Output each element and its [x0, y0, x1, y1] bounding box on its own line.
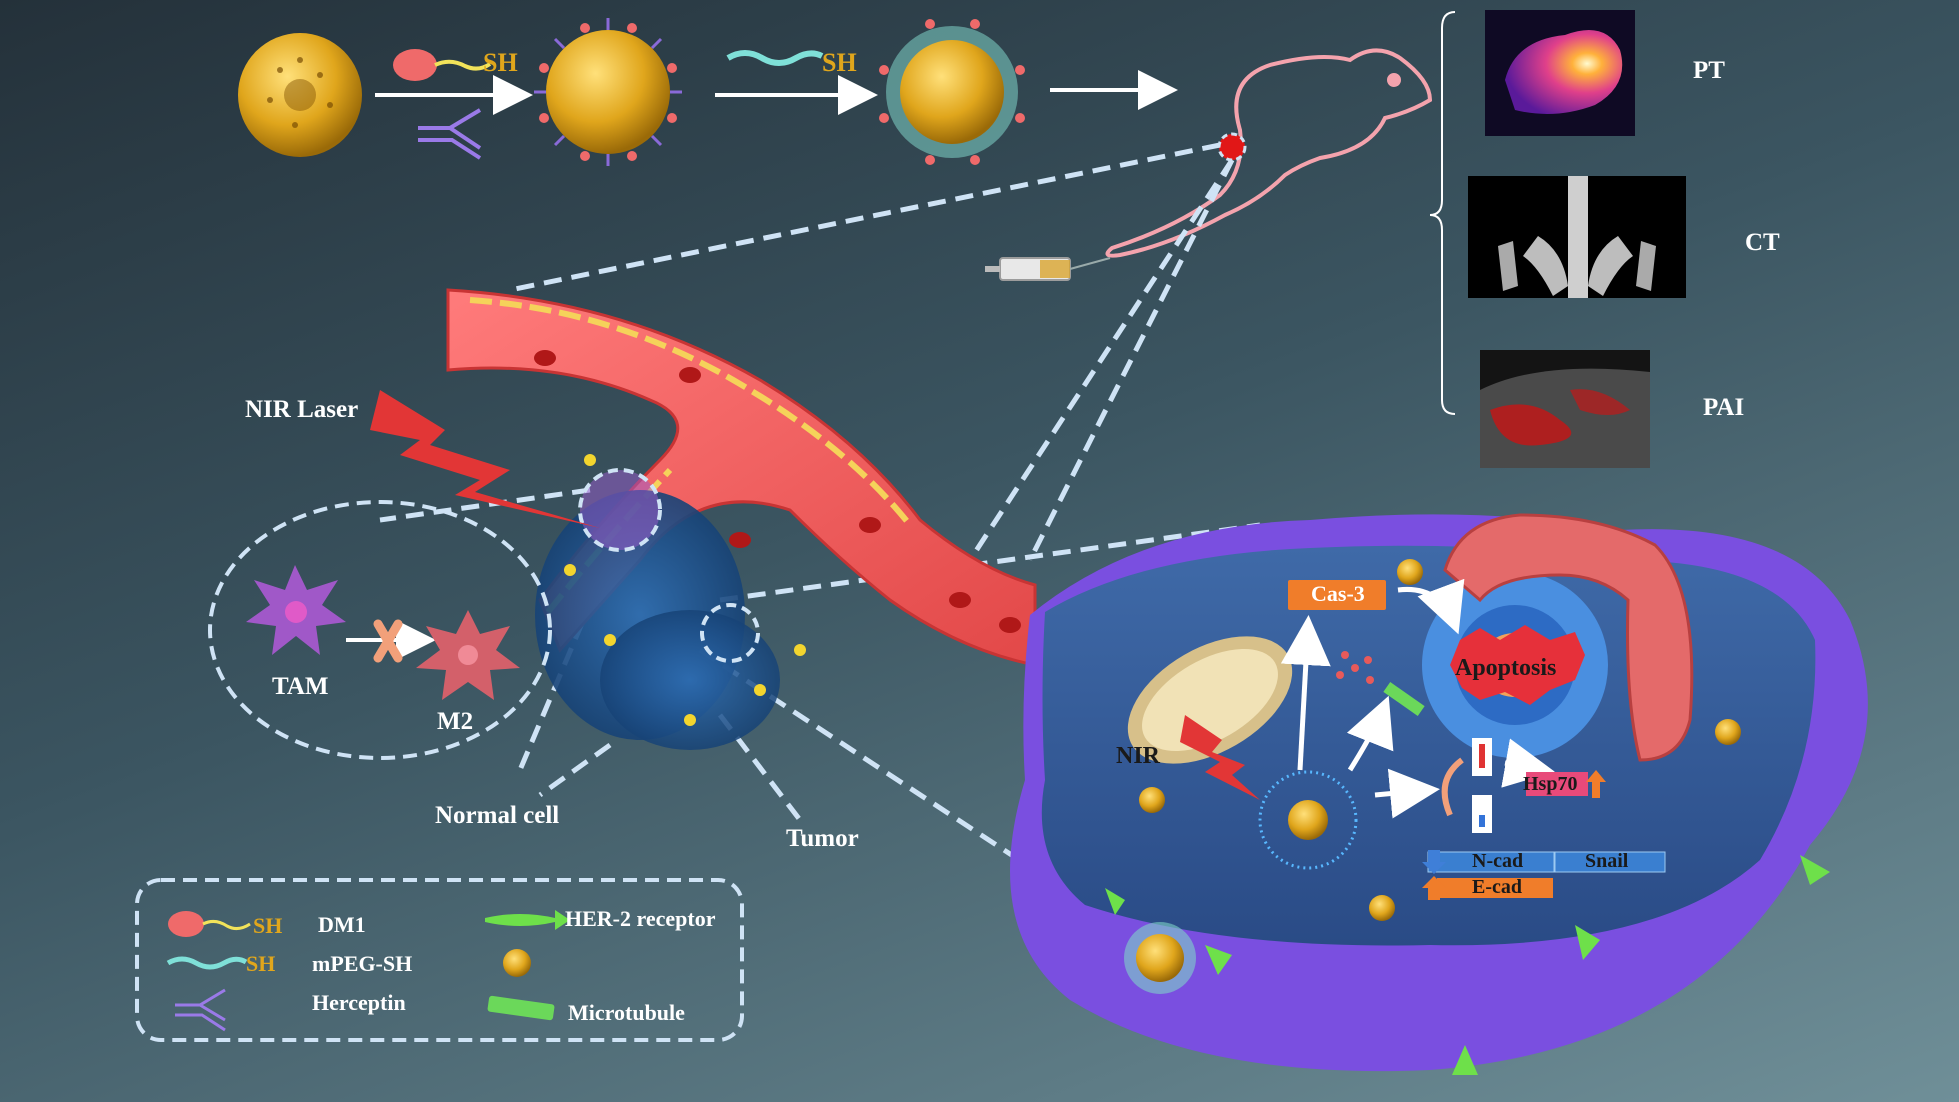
legend-dm1-tag: SH [253, 913, 283, 938]
thermometer-hot-icon [1472, 738, 1492, 776]
tam-macrophage-icon [246, 565, 346, 655]
feedback-loop-arrow [1441, 757, 1464, 817]
laser-bolt-icon [370, 390, 600, 528]
apoptosis-label: Apoptosis [1455, 655, 1557, 681]
tumor-label: Tumor [786, 825, 859, 852]
bare-pgns-nanoparticle [238, 33, 362, 157]
mpeg-thiol-label: SH [822, 48, 857, 77]
e-cad-label: E-cad [1472, 876, 1522, 898]
cell-nanoparticle [1258, 770, 1358, 870]
mouse-icon [1105, 48, 1433, 258]
snail-bar [1554, 851, 1666, 873]
legend-herceptin-label: Herceptin [312, 990, 406, 1015]
legend-box [135, 878, 744, 1042]
m2-label: M2 [437, 708, 474, 735]
pt-label: PT [1693, 57, 1725, 84]
ct-label: CT [1745, 229, 1780, 256]
legend-dm1-icon [168, 911, 251, 937]
pai-label: PAI [1703, 394, 1745, 421]
tam-label: TAM [272, 673, 329, 700]
pai-scan [1480, 368, 1650, 468]
legend-her2-label: HER-2 receptor [565, 906, 716, 931]
pt-heatmap [1505, 30, 1623, 114]
hsp70-label: Hsp70 [1523, 773, 1578, 795]
syringe-icon [985, 257, 1111, 281]
hsp70-up-arrow-icon [1586, 770, 1606, 798]
snail-label: Snail [1585, 850, 1629, 872]
down-arrow-icon [1422, 850, 1446, 874]
tumor-cluster [535, 454, 806, 750]
hsp70-box [1526, 772, 1588, 796]
dm1-loaded-nanoparticle [534, 18, 682, 166]
her2-receptor-icons [1105, 855, 1830, 1075]
imaging-bracket [1429, 11, 1456, 415]
er-icon [1443, 513, 1694, 762]
pt-image-panel [1485, 10, 1635, 136]
legend-pgns-icon [503, 949, 531, 977]
legend-her2-icon [485, 910, 570, 930]
cas3-label: Cas-3 [1311, 581, 1365, 606]
normal-cell-label: Normal cell [435, 802, 560, 829]
membrane-nanoplatform [1124, 922, 1196, 994]
thermometer-cold-icon [1472, 795, 1492, 833]
legend-dm1-label: DM1 [318, 912, 366, 937]
up-arrow-icon [1422, 876, 1446, 900]
m2-macrophage-icon [416, 610, 520, 700]
pathway-arrows [1280, 578, 1555, 819]
cas3-box [1288, 580, 1386, 610]
microtubule-fragment-icon [1383, 682, 1425, 716]
legend-microtubule-label: Microtubule [568, 1000, 685, 1025]
n-cad-label: N-cad [1472, 850, 1524, 872]
apoptosis-burst-icon [1450, 625, 1585, 705]
synthesis-row [238, 18, 1178, 166]
legend-mpeg-tag: SH [246, 951, 276, 976]
block-x-icon [373, 619, 403, 663]
herceptin-antibody-icon [418, 108, 482, 160]
final-nanoplatform [879, 19, 1025, 165]
ct-scan [1498, 176, 1656, 298]
e-cad-bar [1437, 878, 1553, 898]
mpeg-sh-molecule-icon [726, 50, 824, 66]
ct-image-panel [1468, 176, 1686, 298]
drug-particles [1336, 651, 1374, 684]
nir-laser-label: NIR Laser [245, 396, 359, 423]
nir-label: NIR [1116, 743, 1161, 769]
dm1-molecule-icon [393, 49, 492, 81]
legend-mpeg-icon [166, 956, 248, 970]
tumor-zoom-ring-lower [700, 603, 760, 663]
mitochondrion-icon [1127, 636, 1293, 764]
tumor-site-marker [1217, 132, 1247, 162]
dm1-thiol-label: SH [483, 48, 518, 77]
tam-polarization-ellipse [208, 500, 552, 760]
tumor-zoom-ring-upper [578, 468, 662, 552]
legend-microtubule-icon [487, 995, 555, 1021]
legend-mpeg-label: mPEG-SH [312, 951, 413, 976]
cell-pgns-particles [1139, 559, 1741, 921]
pai-image-panel [1480, 350, 1650, 468]
legend-herceptin-icon [175, 988, 226, 1032]
nir-bolt-icon [1180, 715, 1260, 800]
